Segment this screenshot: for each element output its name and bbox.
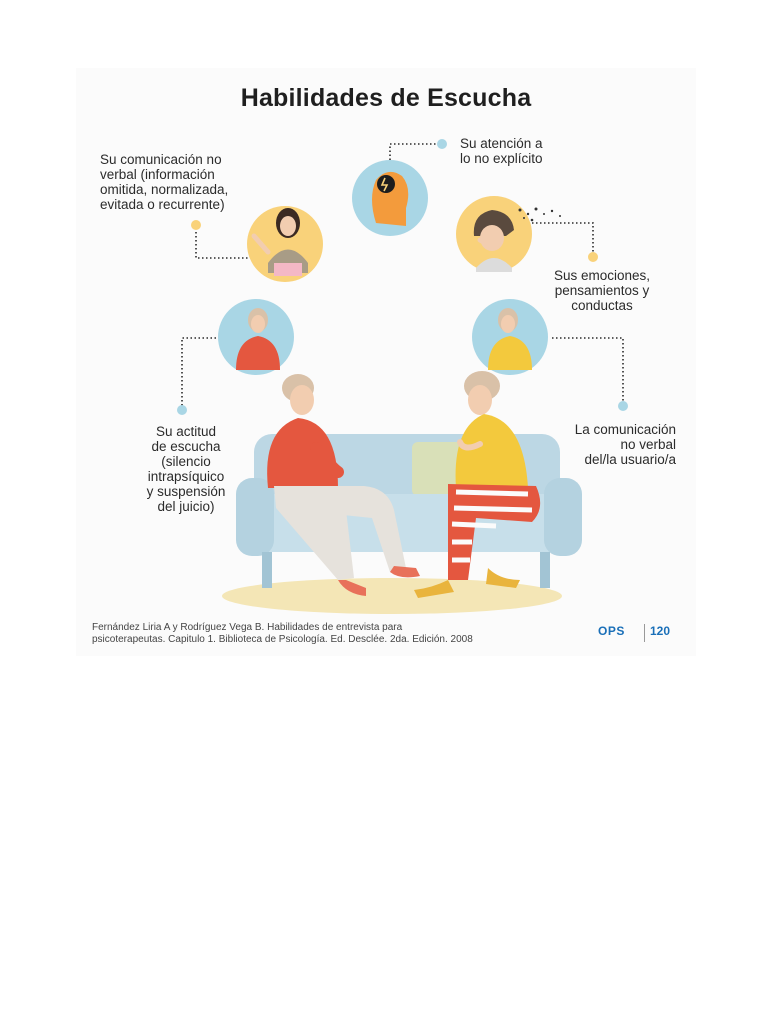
circle-listener [218,299,294,375]
circle-emotions [456,196,561,272]
dot-attitude [177,405,187,415]
label-attention: Su atención a lo no explícito [460,136,543,166]
label-emotions: Sus emociones, pensamientos y conductas [553,268,651,313]
connector-emotions [524,222,594,254]
connector-nonverbal-user [552,337,624,406]
connector-dots [177,139,628,415]
sofa-arm-left [236,478,274,556]
figure-listener [267,374,420,596]
infographic: Habilidades de Escucha Su comunicación n… [76,68,696,656]
ops-logo: OPS [598,624,625,638]
illustration [177,139,628,614]
label-nonverbal-own: Su comunicación no verbal (información o… [100,152,229,212]
rug [222,578,562,614]
sofa-leg [262,552,272,588]
figure-user [414,371,541,598]
sofa-leg [540,552,550,588]
sofa-arm-right [544,478,582,556]
dot-emotions [588,252,598,262]
circle-attention-head [352,160,428,236]
dot-nonverbal-user [618,401,628,411]
source-credit: Fernández Liria A y Rodríguez Vega B. Ha… [92,622,473,645]
sofa-scene [222,371,582,614]
connector-attitude [181,337,216,408]
dot-attention [437,139,447,149]
dot-nonverbal-own [191,220,201,230]
label-attitude: Su actitud de escucha (silencio intrapsí… [146,424,226,514]
cushion [412,442,468,496]
circle-woman-talking [247,206,323,282]
connector-nonverbal-own [195,228,248,259]
circle-user [472,299,548,375]
anniversary-logo: 120 [650,624,671,638]
logo-divider [644,624,645,642]
label-nonverbal-user: La comunicación no verbal del/la usuario… [574,422,676,467]
page-title: Habilidades de Escucha [240,84,532,112]
